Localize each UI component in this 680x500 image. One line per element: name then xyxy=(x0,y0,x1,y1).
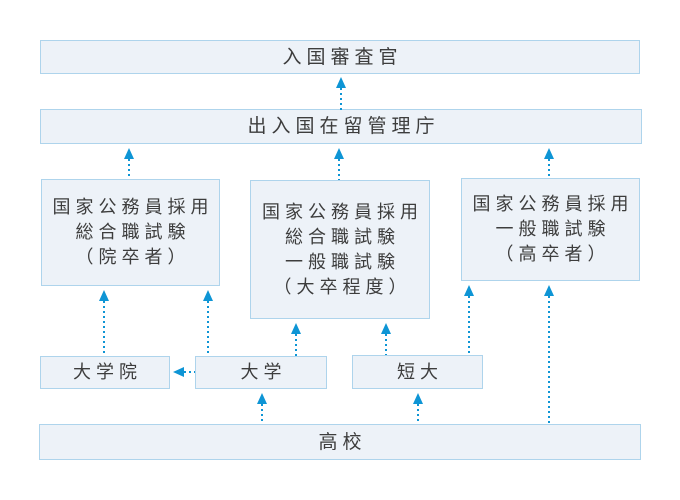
arrow-university-to-gradschool xyxy=(173,367,195,377)
box-junior-college: 短大 xyxy=(352,355,483,389)
box-label: 大学 xyxy=(240,362,287,382)
box-immigration-inspector: 入国審査官 xyxy=(40,40,640,74)
box-label: 入国審査官 xyxy=(282,46,403,68)
box-label-line: （高卒者） xyxy=(495,244,611,264)
box-label-line: （院卒者） xyxy=(75,247,191,267)
arrow-juniorcollege-to-exam-univ xyxy=(381,323,391,355)
arrow-highschool-to-juniorcollege xyxy=(413,393,423,424)
arrow-exam-univ-to-agency xyxy=(334,148,344,180)
arrow-highschool-to-exam-hs xyxy=(544,285,554,424)
box-label-line: （大卒程度） xyxy=(273,276,412,297)
box-grad-school: 大学院 xyxy=(40,356,170,389)
arrow-exam-hs-to-agency xyxy=(544,148,554,178)
box-immigration-services-agency: 出入国在留管理庁 xyxy=(40,109,642,144)
box-high-school: 高校 xyxy=(39,424,641,460)
box-label-line: 国家公務員採用 xyxy=(52,197,214,217)
box-label-line: 総合職試験 xyxy=(75,222,191,242)
box-exam-general-hs: 国家公務員採用 一般職試験 （高卒者） xyxy=(461,178,640,281)
box-exam-comprehensive-general-univ: 国家公務員採用 総合職試験 一般職試験 （大卒程度） xyxy=(250,180,430,319)
box-label: 高校 xyxy=(318,431,367,453)
box-label: 大学院 xyxy=(73,362,142,382)
box-label-line: 国家公務員採用 xyxy=(262,201,423,222)
arrow-agency-to-inspector xyxy=(336,77,346,110)
box-label-line: 一般職試験 xyxy=(285,251,400,272)
box-label-line: 国家公務員採用 xyxy=(472,194,634,214)
box-university: 大学 xyxy=(195,356,327,389)
box-label-line: 一般職試験 xyxy=(495,219,611,239)
box-label-line: 総合職試験 xyxy=(285,226,400,247)
arrow-exam-grad-to-agency xyxy=(124,148,134,179)
arrow-university-to-exam-univ xyxy=(291,323,301,356)
arrow-university-to-exam-grad xyxy=(203,290,213,356)
box-label: 出入国在留管理庁 xyxy=(247,116,440,137)
arrow-juniorcollege-to-exam-hs xyxy=(464,285,474,355)
arrow-highschool-to-university xyxy=(257,393,267,424)
box-exam-comprehensive-grad: 国家公務員採用 総合職試験 （院卒者） xyxy=(41,179,220,286)
arrow-gradschool-to-exam-grad xyxy=(99,290,109,356)
box-label: 短大 xyxy=(397,361,443,382)
